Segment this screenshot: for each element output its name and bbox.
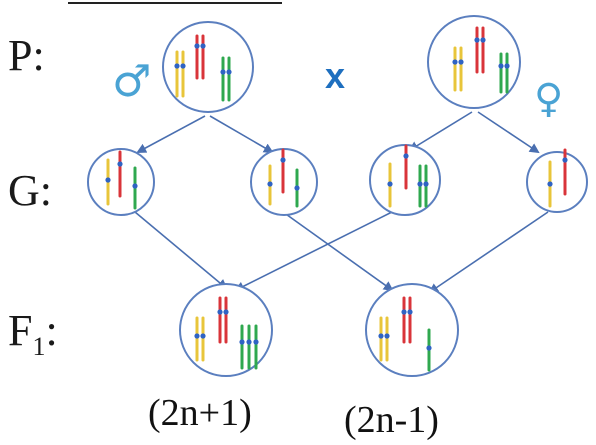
label-f1: F1: bbox=[8, 306, 58, 361]
female-yellow-b-centromere bbox=[458, 59, 464, 65]
female-green-a-centromere bbox=[498, 63, 504, 69]
trisomic-label: (2n+1) bbox=[148, 392, 252, 434]
female-yellow-a-centromere bbox=[452, 59, 458, 65]
f1a-green-c-centromere bbox=[253, 339, 259, 345]
arrow-gamete-2-to-monosomic bbox=[282, 211, 394, 292]
gamete-cell-4 bbox=[526, 151, 588, 213]
female-red-a-centromere bbox=[474, 37, 480, 43]
arrow-male-to-gamete-1 bbox=[136, 115, 206, 153]
f1b-yellow-a-centromere bbox=[378, 333, 384, 339]
cross-mark: x bbox=[325, 55, 345, 96]
female-symbol-icon: ♀ bbox=[534, 76, 563, 122]
g3-green-a-centromere bbox=[417, 181, 423, 187]
label-f1-main: F bbox=[8, 306, 32, 355]
male-green-b-centromere bbox=[226, 69, 232, 75]
g2-red-centromere bbox=[280, 157, 286, 163]
chromosomes bbox=[105, 26, 568, 372]
male-yellow-a-centromere bbox=[174, 63, 180, 69]
f1a-yellow-a-centromere bbox=[194, 333, 200, 339]
arrow-gamete-1-to-trisomic bbox=[134, 211, 228, 290]
g1-green-centromere bbox=[132, 183, 138, 189]
arrow-gamete-3-to-trisomic bbox=[234, 211, 393, 291]
g1-red-centromere bbox=[117, 161, 123, 167]
arrow-gamete-4-to-monosomic bbox=[428, 211, 549, 294]
g4-yellow-centromere bbox=[547, 181, 553, 187]
label-f1-colon: : bbox=[45, 306, 57, 355]
monosomic-label: (2n-1) bbox=[344, 399, 439, 441]
g4-red-centromere bbox=[562, 157, 568, 163]
male-red-b-centromere bbox=[200, 43, 206, 49]
f1a-green-a-centromere bbox=[239, 339, 245, 345]
f1a-red-b-centromere bbox=[223, 309, 229, 315]
g3-green-b-centromere bbox=[423, 181, 429, 187]
f1-monosomic-cell bbox=[365, 283, 459, 377]
f1b-red-a-centromere bbox=[401, 309, 407, 315]
f1a-yellow-b-centromere bbox=[200, 333, 206, 339]
f1a-red-a-centromere bbox=[217, 309, 223, 315]
g1-yellow-centromere bbox=[105, 177, 111, 183]
f1b-green-centromere bbox=[426, 345, 432, 351]
f1b-yellow-b-centromere bbox=[384, 333, 390, 339]
male-green-a-centromere bbox=[220, 69, 226, 75]
male-red-a-centromere bbox=[194, 43, 200, 49]
label-f1-sub: 1 bbox=[32, 332, 45, 361]
f1a-green-b-centromere bbox=[246, 339, 252, 345]
arrow-male-to-gamete-2 bbox=[209, 115, 274, 154]
arrow-female-to-gamete-4 bbox=[477, 111, 540, 154]
arrows bbox=[134, 111, 549, 294]
label-parents: P: bbox=[8, 31, 45, 80]
g3-red-centromere bbox=[403, 153, 409, 159]
male-yellow-b-centromere bbox=[180, 63, 186, 69]
g2-yellow-centromere bbox=[267, 181, 273, 187]
label-gametes: G: bbox=[8, 166, 52, 215]
female-red-b-centromere bbox=[480, 37, 486, 43]
male-symbol-icon: ♂ bbox=[112, 56, 151, 107]
female-green-b-centromere bbox=[504, 63, 510, 69]
parent-female-cell bbox=[427, 15, 521, 109]
g3-yellow-centromere bbox=[387, 181, 393, 187]
arrow-female-to-gamete-3 bbox=[408, 111, 473, 152]
f1b-red-b-centromere bbox=[407, 309, 413, 315]
g2-green-centromere bbox=[294, 185, 300, 191]
